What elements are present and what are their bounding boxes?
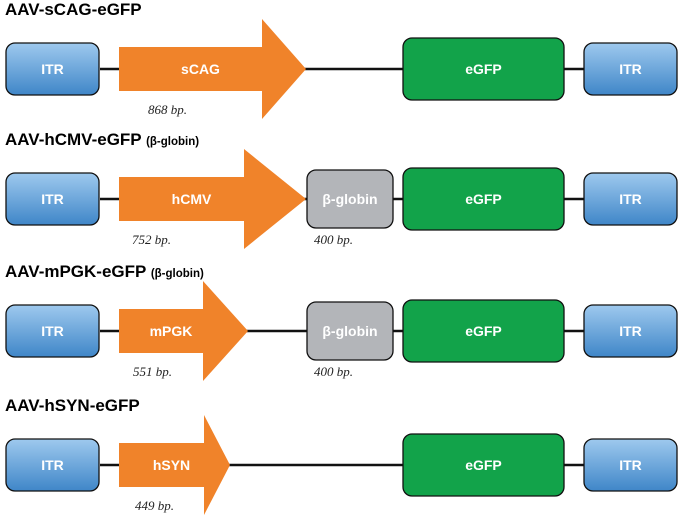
egfp-box: eGFP <box>402 433 565 497</box>
promoter-label: hCMV <box>172 191 212 207</box>
itr-right-box: ITR <box>583 42 678 96</box>
itr-right-box: ITR <box>583 304 678 358</box>
promoter-arrow: hSYN <box>119 415 230 515</box>
itr-left-box-label: ITR <box>41 323 64 339</box>
promoter-size-label: 449 bp. <box>135 498 174 513</box>
globin-size-label: 400 bp. <box>314 232 353 247</box>
itr-left-box-label: ITR <box>41 457 64 473</box>
construct-track: ITR hCMV β-globin eGFP ITR <box>5 149 678 249</box>
itr-right-box: ITR <box>583 438 678 492</box>
promoter-label: hSYN <box>153 457 190 473</box>
itr-right-box: ITR <box>583 172 678 226</box>
itr-right-box-shape <box>583 42 678 96</box>
itr-left-box: ITR <box>5 42 100 96</box>
promoter-size-label: 752 bp. <box>132 232 171 247</box>
egfp-box-shape <box>402 167 565 231</box>
egfp-box: eGFP <box>402 37 565 101</box>
construct-name: AAV-hSYN-eGFP <box>5 396 140 415</box>
globin-size-label: 400 bp. <box>314 364 353 379</box>
construct-title: AAV-hCMV-eGFP (β-globin) <box>5 130 199 150</box>
itr-left-box-shape <box>5 172 100 226</box>
globin-box-label: β-globin <box>322 323 377 339</box>
promoter-arrow: hCMV <box>119 149 306 249</box>
promoter-label: mPGK <box>150 323 193 339</box>
itr-left-box-shape <box>5 304 100 358</box>
promoter-size-label: 551 bp. <box>133 364 172 379</box>
construct-4: AAV-hSYN-eGFP ITR hSYN eGFP ITR 449 bp. <box>0 396 685 528</box>
egfp-box-label: eGFP <box>465 323 502 339</box>
itr-right-box-label: ITR <box>619 61 642 77</box>
globin-box-shape <box>306 169 394 229</box>
construct-title: AAV-mPGK-eGFP (β-globin) <box>5 262 204 282</box>
itr-right-box-shape <box>583 438 678 492</box>
construct-name: AAV-mPGK-eGFP <box>5 262 147 281</box>
egfp-box: eGFP <box>402 299 565 363</box>
egfp-box-label: eGFP <box>465 457 502 473</box>
construct-track: ITR hSYN eGFP ITR <box>5 415 678 515</box>
promoter-arrow-shape <box>119 19 306 119</box>
egfp-box-label: eGFP <box>465 61 502 77</box>
construct-3: AAV-mPGK-eGFP (β-globin) ITR mPGK β-globin e… <box>0 262 685 394</box>
promoter-arrow-shape <box>119 281 248 381</box>
promoter-arrow-shape <box>119 415 230 515</box>
promoter-label: sCAG <box>181 61 220 77</box>
egfp-box-shape <box>402 37 565 101</box>
construct-title: AAV-hSYN-eGFP <box>5 396 140 416</box>
globin-box-label: β-globin <box>322 191 377 207</box>
itr-left-box-label: ITR <box>41 191 64 207</box>
construct-subtitle: (β-globin) <box>146 136 200 148</box>
construct-name: AAV-sCAG-eGFP <box>5 0 142 19</box>
egfp-box-shape <box>402 433 565 497</box>
promoter-arrow: mPGK <box>119 281 248 381</box>
egfp-box-label: eGFP <box>465 191 502 207</box>
itr-right-box-label: ITR <box>619 191 642 207</box>
itr-right-box-label: ITR <box>619 457 642 473</box>
construct-1: AAV-sCAG-eGFP ITR sCAG eGFP ITR 868 bp. <box>0 0 685 132</box>
itr-left-box-shape <box>5 42 100 96</box>
construct-name: AAV-hCMV-eGFP <box>5 130 142 149</box>
promoter-size-label: 868 bp. <box>148 102 187 117</box>
promoter-arrow: sCAG <box>119 19 306 119</box>
construct-track: ITR sCAG eGFP ITR <box>5 19 678 119</box>
construct-2: AAV-hCMV-eGFP (β-globin) ITR hCMV β-globin e… <box>0 130 685 262</box>
globin-box-shape <box>306 301 394 361</box>
globin-box: β-globin <box>306 169 394 229</box>
itr-left-box: ITR <box>5 438 100 492</box>
itr-right-box-shape <box>583 172 678 226</box>
construct-track: ITR mPGK β-globin eGFP ITR <box>5 281 678 381</box>
globin-box: β-globin <box>306 301 394 361</box>
construct-title: AAV-sCAG-eGFP <box>5 0 142 20</box>
itr-left-box-label: ITR <box>41 61 64 77</box>
egfp-box: eGFP <box>402 167 565 231</box>
egfp-box-shape <box>402 299 565 363</box>
itr-right-box-label: ITR <box>619 323 642 339</box>
itr-left-box: ITR <box>5 304 100 358</box>
itr-right-box-shape <box>583 304 678 358</box>
construct-subtitle: (β-globin) <box>150 268 204 280</box>
itr-left-box: ITR <box>5 172 100 226</box>
itr-left-box-shape <box>5 438 100 492</box>
promoter-arrow-shape <box>119 149 306 249</box>
